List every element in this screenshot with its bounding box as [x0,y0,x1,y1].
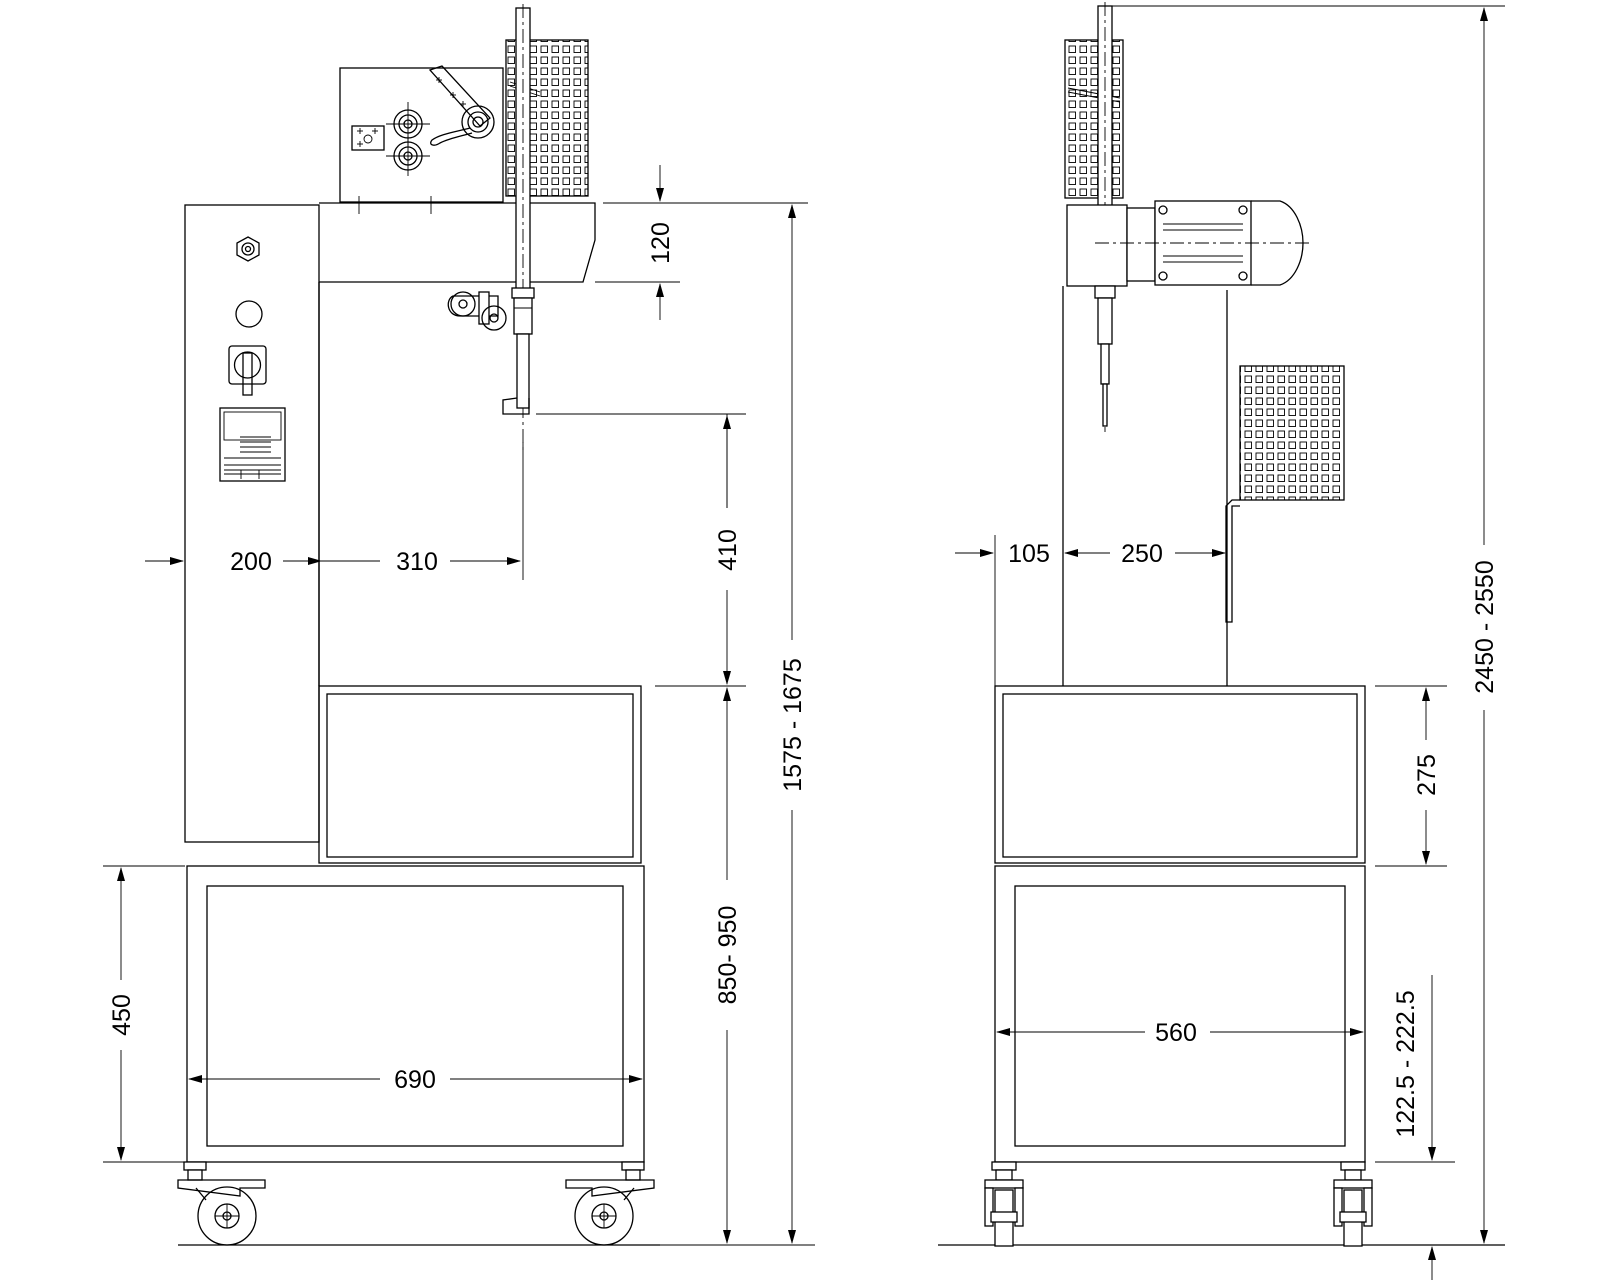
upper-cabinet [318,685,642,864]
motor-icon [1095,200,1310,286]
dim-offset: 105 [1008,540,1050,568]
drive-housing [339,67,504,203]
dimension-450: 450 [103,865,185,1163]
dimension-850-950: 850- 950 [714,687,742,1244]
machine-head [319,202,596,283]
dim-panel-width: 200 [230,548,272,576]
dimension-690: 690 [188,1066,643,1094]
caster-wheel-icon [565,1161,655,1246]
front-view: 200 310 120 410 850- 950 [103,4,815,1246]
dim-base-width-front: 690 [394,1066,436,1094]
dimension-120: 120 [595,165,808,320]
push-button-icon [235,300,263,328]
dim-base-height: 450 [108,994,136,1036]
dim-head-height: 120 [647,222,675,264]
side-guard-grid [1239,365,1345,501]
dimension-1575-1675: 1575 - 1675 [660,204,815,1246]
dimension-2450-2550: 2450 - 2550 [1112,5,1505,1244]
control-panel [184,204,320,843]
guard-bracket [1225,499,1240,623]
spindle-rod [515,7,531,297]
dim-column-width: 250 [1121,540,1163,568]
caster-wheel-icon [1333,1161,1373,1247]
dim-upper-box-height: 275 [1413,754,1441,796]
dimension-275: 275 [1375,685,1447,867]
dim-total-height-side: 2450 - 2550 [1471,560,1499,693]
gear-icon [386,102,430,146]
safety-guard-grid [1064,39,1124,199]
gearbox [1066,204,1128,287]
tool-tip [502,397,530,415]
base-frame [186,865,645,1163]
label-plate-icon [351,125,385,151]
gear-icon [386,136,430,176]
dimension-410: 410 [536,413,746,687]
dimension-105: 105 [955,535,1050,690]
selector-switch-icon [228,345,267,396]
crank-lever-icon [428,65,495,146]
dim-table-height: 850- 950 [714,906,742,1005]
dimension-200: 200 [145,548,322,576]
dim-reach: 310 [396,548,438,576]
caster-wheel-icon [177,1161,266,1246]
timer-controller-icon [219,407,286,482]
dimension-560: 560 [996,1019,1364,1047]
dim-base-width-side: 560 [1155,1019,1197,1047]
upper-cabinet [994,685,1366,864]
dim-stroke-gap: 410 [714,529,742,571]
dim-caster-adjust: 122.5 - 222.5 [1392,990,1420,1137]
indicator-lamp-icon [236,236,260,262]
dim-total-height-front: 1575 - 1675 [779,658,807,791]
dimension-250: 250 [1064,540,1226,568]
side-view: 105 250 560 275 122.5 - 222.5 [938,2,1505,1280]
dimension-122.5-222.5: 122.5 - 222.5 [1375,975,1455,1280]
base-frame [994,865,1366,1163]
roller-assembly [447,291,507,331]
caster-wheel-icon [984,1161,1024,1247]
dimension-310: 310 [321,442,524,580]
